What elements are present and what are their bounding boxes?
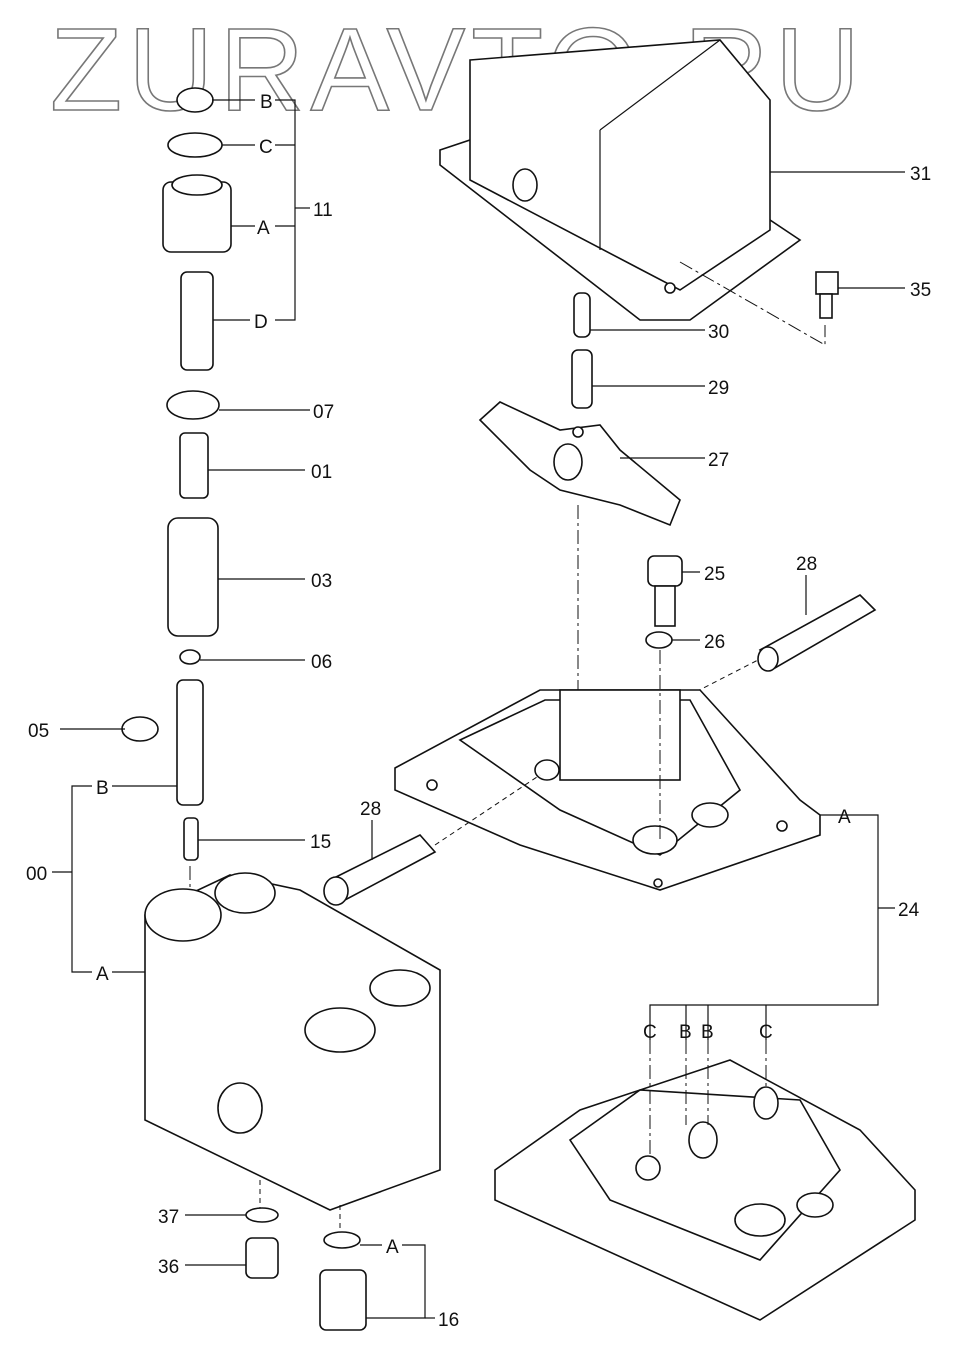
label-24-B-left: B xyxy=(679,1022,692,1043)
part-28-pin-lower xyxy=(323,774,541,906)
label-24-C-right: C xyxy=(759,1022,773,1043)
label-00: 00 xyxy=(26,864,47,885)
label-11-B: B xyxy=(260,92,273,113)
part-24-housing xyxy=(394,650,821,891)
part-36-plug xyxy=(245,1237,279,1279)
label-37: 37 xyxy=(158,1207,179,1228)
label-24: 24 xyxy=(898,900,920,921)
part-27-lever xyxy=(478,401,705,527)
part-28-pin-upper xyxy=(679,575,877,701)
label-07: 07 xyxy=(313,402,334,423)
label-03: 03 xyxy=(311,571,332,592)
label-00-B: B xyxy=(96,778,109,799)
label-27: 27 xyxy=(708,450,729,471)
label-26: 26 xyxy=(704,632,725,653)
label-25: 25 xyxy=(704,564,725,585)
label-24-A: A xyxy=(838,807,851,828)
label-24-B-right: B xyxy=(701,1022,714,1043)
part-35-bolt xyxy=(679,261,905,346)
part-00-body xyxy=(144,872,441,1230)
part-16-plug xyxy=(319,1269,367,1331)
part-26-washer xyxy=(645,631,673,649)
label-15: 15 xyxy=(310,832,331,853)
label-11: 11 xyxy=(313,200,333,221)
label-24-C-left: C xyxy=(643,1022,657,1043)
label-11-D: D xyxy=(254,312,268,333)
part-37-oring xyxy=(245,1207,279,1223)
part-16-oring xyxy=(323,1231,361,1249)
label-36: 36 xyxy=(158,1257,179,1278)
label-16-A: A xyxy=(386,1237,399,1258)
part-24-housing-detail xyxy=(494,1059,916,1321)
label-16: 16 xyxy=(438,1310,459,1331)
label-11-C: C xyxy=(259,137,273,158)
label-30: 30 xyxy=(708,322,729,343)
label-06: 06 xyxy=(311,652,332,673)
label-00-A: A xyxy=(96,964,109,985)
label-28-upper: 28 xyxy=(796,554,817,575)
label-31: 31 xyxy=(910,164,931,185)
part-25-screw xyxy=(647,555,700,627)
label-35: 35 xyxy=(910,280,931,301)
label-01: 01 xyxy=(311,462,332,483)
part-30-pin xyxy=(573,292,591,338)
label-28-lower: 28 xyxy=(360,799,381,820)
left-component-stack xyxy=(121,87,232,945)
part-29-pin xyxy=(571,349,593,409)
label-11-A: A xyxy=(257,218,270,239)
part-31-cover xyxy=(439,39,802,321)
label-29: 29 xyxy=(708,378,729,399)
label-05: 05 xyxy=(28,721,49,742)
